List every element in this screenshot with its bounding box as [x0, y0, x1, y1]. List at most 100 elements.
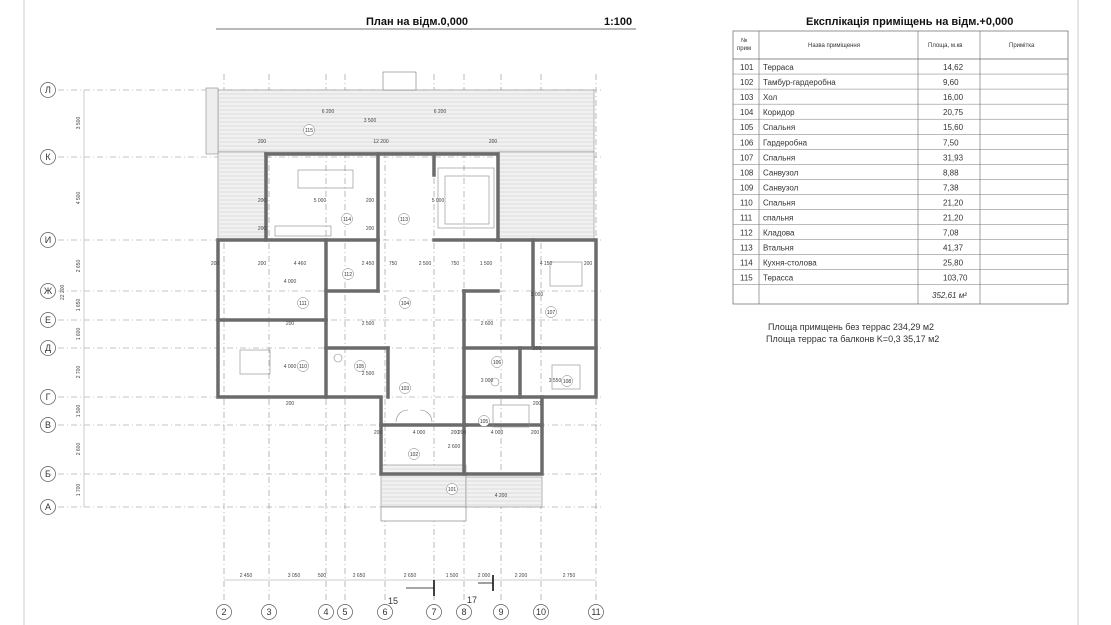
bottom-dimension-text: 2 750	[563, 573, 576, 579]
room-number: 102	[410, 452, 419, 458]
dimension-text: 2 600	[481, 321, 494, 327]
room-number: 115	[305, 128, 313, 134]
room-name-cell: Хол	[763, 93, 778, 102]
room-name-cell: Спальня	[763, 123, 795, 132]
row-axis-bubble	[40, 417, 56, 433]
room-no-cell: 103	[740, 93, 754, 102]
row-axis-bubble	[40, 340, 56, 356]
dimension-text: 200	[451, 430, 460, 436]
row-axis-label: К	[45, 152, 51, 162]
dimension-text: 6 200	[322, 109, 335, 115]
bottom-dimension-text: 2 650	[353, 573, 366, 579]
room-number-bubble	[398, 213, 410, 225]
room-number: 103	[401, 386, 410, 392]
dimension-text: 4 200	[495, 493, 508, 499]
column-axis-bubble	[588, 604, 604, 620]
dimension-text: 750	[451, 261, 460, 267]
room-number: 111	[299, 301, 307, 307]
dimension-text: 200	[584, 261, 593, 267]
explication-title: Експлікація приміщень на відм.+0,000	[806, 16, 1013, 28]
room-area-cell: 21,20	[943, 198, 964, 207]
left-dimension-text: 2 650	[76, 260, 82, 273]
room-number: 106	[493, 360, 502, 366]
column-axis-label: 2	[221, 607, 226, 617]
room-area-cell: 7,50	[943, 138, 959, 147]
room-no-cell: 112	[740, 229, 753, 238]
room-number-bubble	[341, 213, 353, 225]
bottom-dimension-text: 2 450	[240, 573, 253, 579]
col-head-no-2: прим	[737, 46, 751, 52]
room-name-cell: спальня	[763, 214, 793, 223]
row-axis-label: Е	[45, 315, 51, 325]
room-number: 105	[356, 364, 365, 370]
dimension-text: 4 000	[413, 430, 426, 436]
furniture	[239, 167, 583, 428]
dimension-text: 200	[489, 139, 498, 145]
room-number-bubble	[342, 268, 354, 280]
room-area-cell: 20,75	[943, 108, 964, 117]
room-area-cell: 103,70	[943, 274, 968, 283]
room-no-cell: 113	[740, 244, 753, 253]
room-area-cell: 7,08	[943, 229, 959, 238]
column-axis-label: 10	[536, 607, 546, 617]
room-name-cell: Спальня	[763, 198, 795, 207]
room-area-cell: 14,62	[943, 63, 964, 72]
room-no-cell: 104	[740, 108, 754, 117]
col-head-name: Назва приміщення	[808, 43, 860, 49]
row-axis-label: Л	[45, 85, 51, 95]
room-no-cell: 111	[740, 214, 753, 223]
left-dimension-text: 4 500	[76, 192, 82, 205]
section-markers: 15 17	[388, 575, 494, 606]
row-axis-bubble	[40, 232, 56, 248]
row-axis-bubble	[40, 499, 56, 515]
bottom-dimension-text: 2 650	[404, 573, 417, 579]
room-no-cell: 108	[740, 168, 754, 177]
room-name-cell: Санвузол	[763, 183, 799, 192]
dimension-text: 2 600	[448, 444, 461, 450]
room-area-cell: 41,37	[943, 244, 964, 253]
room-number: 112	[344, 272, 352, 278]
dimension-text: 200	[211, 261, 220, 267]
column-axis-bubble	[216, 604, 232, 620]
dimension-text: 4 150	[540, 261, 553, 267]
dimension-text: 5 000	[432, 198, 445, 204]
room-no-cell: 107	[740, 153, 754, 162]
room-area-cell: 9,60	[943, 78, 959, 87]
room-name-cell: Тамбур-гардеробна	[763, 78, 836, 87]
room-name-cell: Санвузол	[763, 168, 799, 177]
dimension-text: 200	[458, 430, 467, 436]
row-axis-label: Б	[45, 469, 51, 479]
col-head-area: Площа, м.кв	[928, 43, 962, 49]
row-axis-bubble	[40, 312, 56, 328]
dimension-text: 1 500	[480, 261, 493, 267]
dimension-text: 2 500	[362, 371, 375, 377]
room-number-bubble	[399, 382, 411, 394]
row-axis-bubble	[40, 82, 56, 98]
dimension-text: 3 000	[531, 292, 544, 298]
dimension-text: 3 000	[481, 378, 494, 384]
section-mark-17: 17	[467, 595, 477, 605]
room-name-cell: Втальня	[763, 244, 794, 253]
bottom-dimension-text: 500	[318, 573, 327, 579]
col-head-note: Примітка	[1009, 43, 1035, 49]
dimension-text: 750	[389, 261, 398, 267]
dimension-text: 200	[366, 226, 375, 232]
left-dimension-text: 1 650	[76, 299, 82, 312]
plan-title: План на відм.0,000	[366, 16, 468, 28]
room-name-cell: Гардеробна	[763, 138, 808, 147]
dimension-text: 2 500	[419, 261, 432, 267]
left-dimension-text: 3 500	[76, 117, 82, 130]
row-axis-bubble	[40, 149, 56, 165]
room-no-cell: 101	[740, 63, 754, 72]
room-number-bubble	[303, 124, 315, 136]
room-number: 107	[547, 310, 556, 316]
room-name-cell: Терраса	[763, 63, 794, 72]
dimension-text: 2 450	[362, 261, 375, 267]
section-mark-15: 15	[388, 596, 398, 606]
column-axis-bubble	[426, 604, 442, 620]
building-walls	[216, 152, 598, 476]
